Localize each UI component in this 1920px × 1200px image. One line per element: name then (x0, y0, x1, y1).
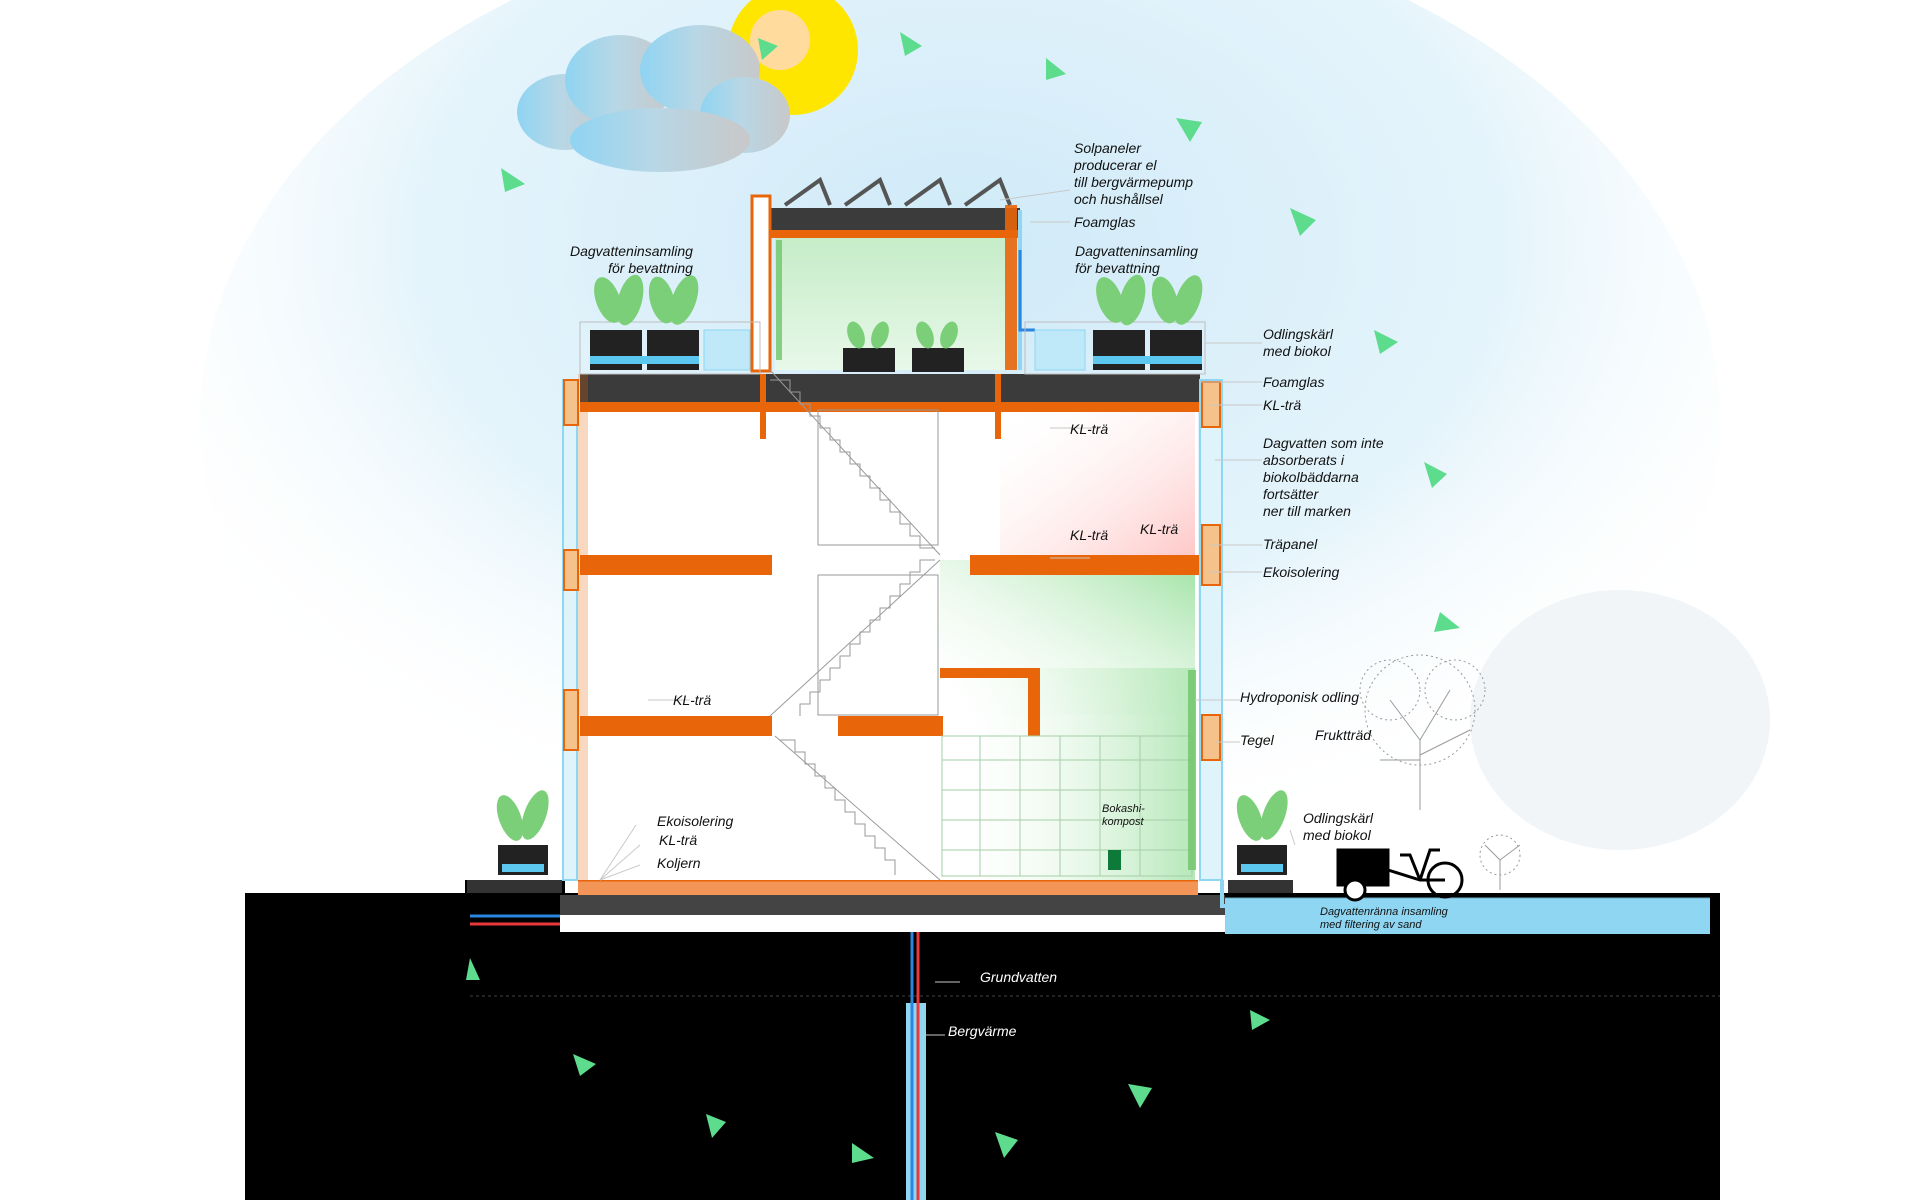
hydroponic-strip (1188, 670, 1196, 870)
label-ekoisolering-right: Ekoisolering (1263, 564, 1340, 580)
label-kl-floor3-b: KL-trä (1140, 521, 1179, 537)
label-tegel: Tegel (1240, 732, 1274, 748)
stormwater-gutter (1225, 897, 1710, 934)
building (562, 194, 1270, 908)
planter-roof-right (1024, 321, 1206, 375)
label-kl-room3: KL-trä (1070, 421, 1109, 437)
room-pink (1000, 410, 1195, 557)
label-kl-floor2: KL-trä (673, 692, 712, 708)
label-groundwater: Grundvatten (980, 969, 1058, 985)
plant-icon (1236, 790, 1288, 841)
stair (769, 369, 941, 881)
room-green-ground (940, 668, 1195, 880)
solar-panel-icon (783, 176, 1012, 207)
plant-icon (496, 790, 549, 841)
label-geothermal: Bergvärme (948, 1023, 1017, 1039)
plant-icon (594, 274, 699, 326)
label-bokashi: Bokashi-kompost (1102, 803, 1145, 828)
label-kl-floor3-a: KL-trä (1070, 527, 1109, 543)
plant-icon (1096, 274, 1203, 326)
exterior-wall-right (1199, 379, 1270, 908)
planter-penthouse (843, 348, 964, 372)
label-koljern: Koljern (657, 855, 701, 871)
planter-ground-left (467, 845, 562, 893)
exterior-wall-left (562, 379, 579, 881)
label-foamglas-roof: Foamglas (1263, 374, 1325, 390)
label-hydroponic: Hydroponisk odling (1240, 689, 1360, 705)
tree-icon (1359, 654, 1521, 890)
label-foamglas-top: Foamglas (1074, 214, 1136, 230)
planter-ground-right (1228, 845, 1293, 893)
cargo-bike-icon (1336, 848, 1464, 902)
penthouse-interior (775, 235, 1010, 370)
penthouse-hydroponic-strip (776, 240, 782, 360)
triangle-marker-icon (466, 32, 1460, 1163)
leader-lines (599, 189, 1296, 1036)
cloud-icon (517, 25, 790, 172)
ground (245, 880, 1720, 1200)
plant-icon (847, 321, 958, 349)
label-ekoisolering-ground: Ekoisolering (657, 813, 734, 829)
planter-roof-left (579, 321, 761, 375)
bokashi-bin (1108, 850, 1121, 870)
label-kl-roof: KL-trä (1263, 397, 1302, 413)
label-kl-ground: KL-trä (659, 832, 698, 848)
foundation-slab (560, 878, 1225, 932)
label-fruit-tree: Fruktträd (1315, 727, 1372, 743)
label-trapanel: Träpanel (1263, 536, 1318, 552)
sky-haze-right (1470, 590, 1770, 850)
